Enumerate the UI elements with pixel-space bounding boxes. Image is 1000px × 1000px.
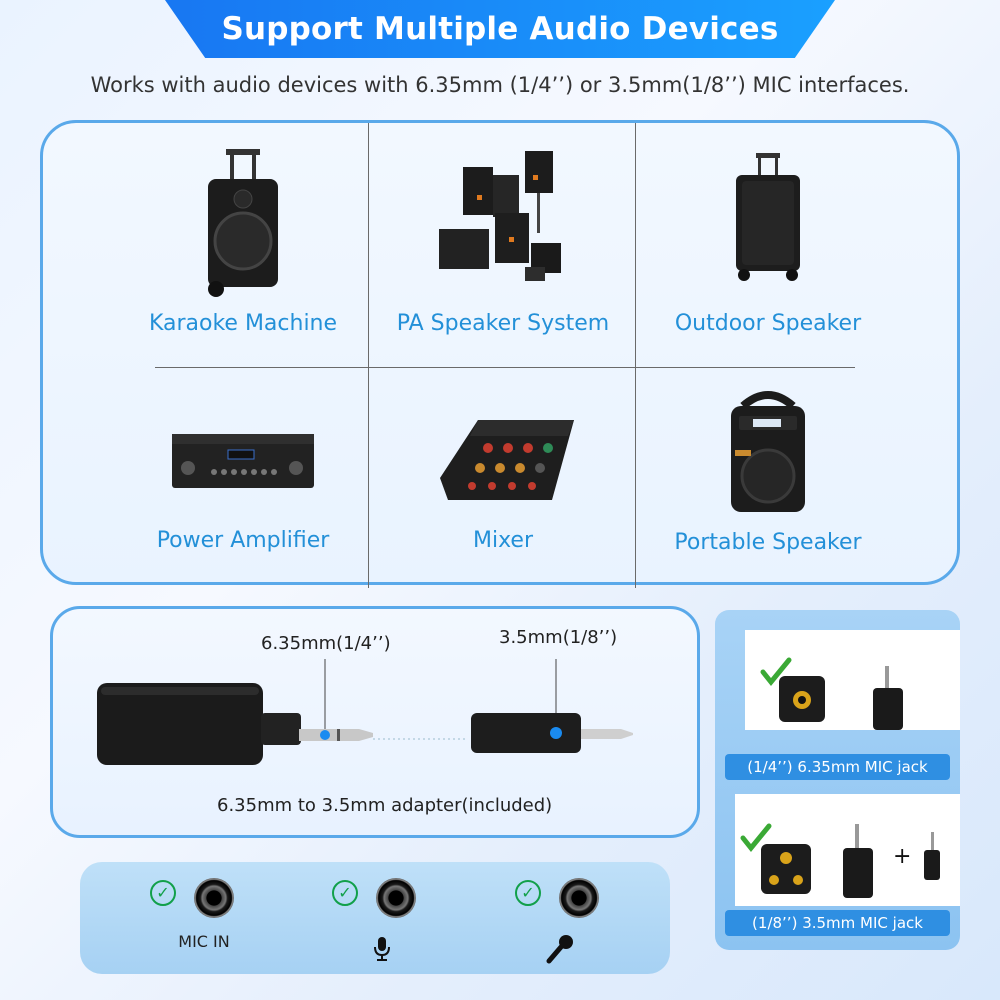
audio-jack-icon [559,878,599,918]
eighth-inch-jack-card: + [735,794,960,906]
portable-speaker-image [731,391,805,512]
eighth-inch-jack-image [740,823,940,898]
device-mixer: Mixer [358,368,648,588]
check-icon: ✓ [332,880,358,906]
check-icon: ✓ [150,880,176,906]
devices-panel: Karaoke Machine PA Speaker System [40,120,960,588]
mixer-image [440,420,574,500]
adapter-diagram [97,659,633,765]
plug-35-label: 3.5mm(1/8’’) [499,627,618,648]
device-outdoor-speaker: Outdoor Speaker [623,143,913,363]
grid-divider [368,123,369,588]
quarter-inch-jack-image [760,657,903,730]
device-label: PA Speaker System [396,311,610,336]
page-title: Support Multiple Audio Devices [221,11,779,47]
port-handheld-mic: ✓ [515,876,605,966]
audio-jack-icon [376,878,416,918]
grid-divider [155,367,855,368]
device-portable-speaker: Portable Speaker [623,368,913,588]
ports-strip: ✓ MIC IN ✓ ✓ [80,862,670,974]
port-mic-in: ✓ MIC IN [150,876,240,966]
port-mic: ✓ [332,876,422,966]
plug-635-label: 6.35mm(1/4’’) [261,633,391,654]
karaoke-machine-image [208,149,278,297]
device-label: Power Amplifier [156,528,330,553]
check-icon: ✓ [515,880,541,906]
pa-speaker-image [439,151,561,281]
device-label: Mixer [472,528,534,553]
quarter-inch-caption: (1/4’’) 6.35mm MIC jack [725,754,950,780]
handheld-mic-icon [546,935,573,964]
outdoor-speaker-image [736,153,800,281]
device-label: Portable Speaker [674,530,862,555]
device-label: Outdoor Speaker [674,311,862,336]
mic-in-label: MIC IN [178,932,230,951]
grid-divider [635,123,636,588]
device-karaoke-machine: Karaoke Machine [98,143,388,363]
subtitle: Works with audio devices with 6.35mm (1/… [90,73,910,97]
eighth-inch-caption: (1/8’’) 3.5mm MIC jack [725,910,950,936]
adapter-panel: 6.35mm(1/4’’) 3.5mm(1/8’’) 6.35mm to 3.5… [50,606,700,838]
quarter-inch-jack-card [745,630,960,730]
title-banner: Support Multiple Audio Devices [165,0,835,58]
microphone-icon [374,937,390,961]
plus-sign: + [893,844,912,869]
audio-jack-icon [194,878,234,918]
jack-types-panel: (1/4’’) 6.35mm MIC jack + (1/8’’) 3.5mm … [715,610,960,950]
power-amplifier-image [172,434,314,488]
device-power-amplifier: Power Amplifier [98,368,388,588]
device-pa-speaker-system: PA Speaker System [358,143,648,363]
adapter-caption: 6.35mm to 3.5mm adapter(included) [217,795,553,816]
device-label: Karaoke Machine [148,311,338,336]
